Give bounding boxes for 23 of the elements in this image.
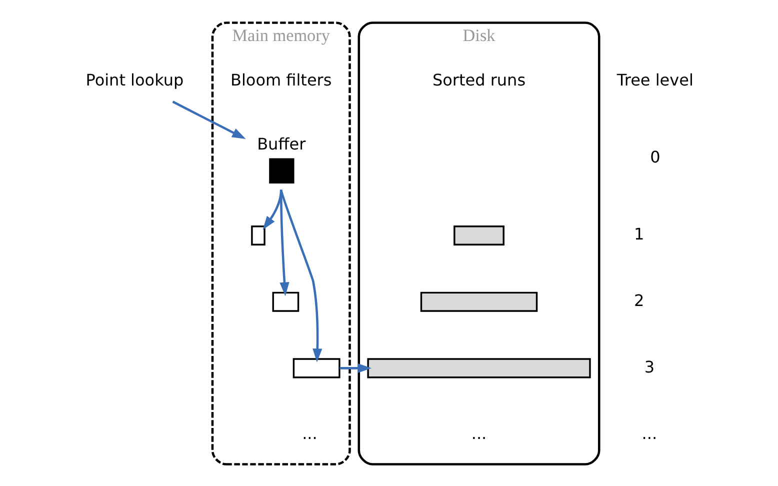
node-box <box>272 291 299 312</box>
node-box <box>268 158 294 183</box>
label: ... <box>302 423 317 442</box>
node-text: Point lookup <box>85 70 184 89</box>
label: Bloom filters <box>230 70 332 89</box>
node-box <box>292 358 340 378</box>
arrow <box>339 362 371 372</box>
arrow <box>279 189 289 296</box>
label: 0 <box>650 147 660 166</box>
node-box <box>250 224 265 245</box>
label: Tree level <box>616 70 693 89</box>
node-label: Buffer <box>256 134 306 153</box>
label: ... <box>470 423 486 442</box>
node-bar <box>420 291 538 312</box>
label: 1 <box>634 224 644 244</box>
arrow <box>172 100 246 139</box>
label: 3 <box>644 356 654 376</box>
label: 2 <box>634 290 644 310</box>
node-bar <box>453 224 504 245</box>
arrow <box>280 189 322 362</box>
label: Sorted runs <box>432 70 526 89</box>
node-bar <box>366 358 590 378</box>
label: ... <box>641 423 657 442</box>
